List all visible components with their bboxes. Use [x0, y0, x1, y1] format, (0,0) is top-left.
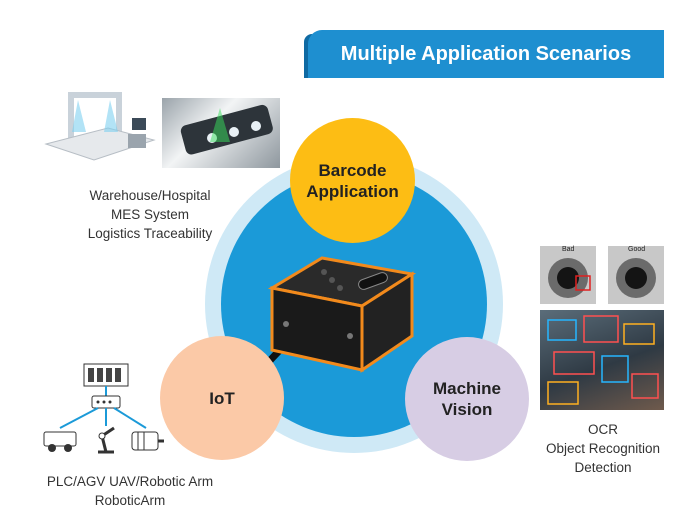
- production-line-photo: [162, 98, 280, 168]
- ocr-caption: OCR Object Recognition Detection: [528, 420, 678, 477]
- bad-label: Bad: [562, 246, 575, 253]
- caption-line: PLC/AGV UAV/Robotic Arm: [46, 474, 214, 489]
- barcode-application-bubble: Barcode Application: [290, 118, 415, 243]
- robotic-arm-icon: [98, 426, 115, 454]
- iot-network-diagram: [43, 363, 164, 454]
- barcode-line-1: Barcode: [318, 160, 387, 180]
- caption-line: OCR: [588, 422, 618, 437]
- iot-label: IoT: [209, 388, 235, 408]
- machine-vision-bubble: Machine Vision: [405, 337, 529, 461]
- agv-icon: [43, 431, 77, 452]
- caption-line: Logistics Traceability: [87, 226, 213, 241]
- machine-vision-line-2: Vision: [441, 400, 493, 419]
- barcode-line-2: Application: [306, 181, 399, 201]
- iot-bubble: IoT: [160, 336, 284, 460]
- good-sample-photo: Good: [608, 246, 664, 304]
- motor-icon: [131, 431, 164, 451]
- page-title: Multiple Application Scenarios: [340, 42, 632, 65]
- caption-line: MES System: [110, 207, 189, 222]
- good-label: Good: [628, 246, 646, 253]
- warehouse-caption: Warehouse/Hospital MES System Logistics …: [50, 186, 250, 243]
- bad-sample-photo: Bad: [540, 246, 596, 304]
- caption-line: Detection: [574, 460, 632, 475]
- caption-line: Warehouse/Hospital: [89, 188, 211, 203]
- warehouse-conveyor-illustration: [38, 88, 158, 170]
- object-detection-photo: [540, 310, 664, 410]
- caption-line: Object Recognition: [545, 441, 661, 456]
- machine-vision-line-1: Machine: [432, 379, 502, 398]
- caption-line: RoboticArm: [94, 493, 166, 508]
- page-title-banner: Multiple Application Scenarios: [308, 30, 664, 78]
- plc-caption: PLC/AGV UAV/Robotic Arm RoboticArm: [20, 472, 240, 510]
- barcode-scanner-device-icon: [251, 256, 417, 380]
